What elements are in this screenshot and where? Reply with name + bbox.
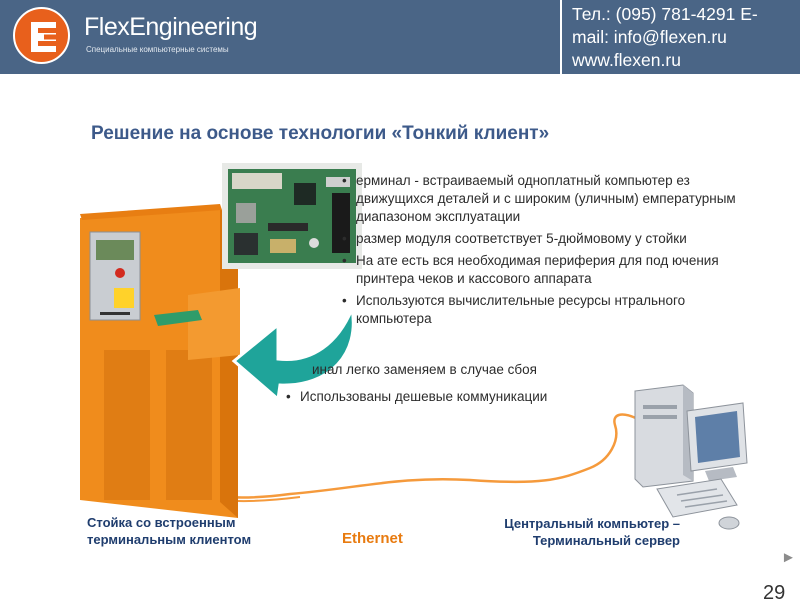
benefits-list-middle: инал легко заменяем в случае сбоя [312,361,632,379]
list-item: ерминал - встраиваемый одноплатный компь… [342,172,742,226]
curved-arrow-icon [231,303,355,402]
kiosk-illustration [80,204,240,518]
list-item: размер модуля соответствует 5-дюймовому … [342,230,742,248]
page-number: 29 [763,582,786,604]
triangle-right-icon[interactable]: ► [781,549,796,566]
contact-website-line[interactable]: www.flexen.ru [572,50,681,70]
contact-email-line[interactable]: mail: info@flexen.ru [572,27,727,47]
ethernet-label: Ethernet [342,530,403,547]
kiosk-caption: Стойка со встроенным терминальным клиент… [87,514,251,548]
server-caption-line: Терминальный сервер [532,533,680,548]
brand-name: FlexEngineering [84,13,258,41]
header-bar [0,0,800,74]
list-item: инал легко заменяем в случае сбоя [312,362,537,377]
logo-badge [13,7,70,64]
server-caption: Центральный компьютер – Терминальный сер… [470,515,680,549]
kiosk-caption-line: Стойка со встроенным [87,515,236,530]
list-item: Используются вычислительные ресурсы нтра… [342,292,742,328]
list-item: На ате есть вся необходимая периферия дл… [342,252,742,288]
server-computer-illustration [634,384,748,530]
slide-title: Решение на основе технологии «Тонкий кли… [91,123,550,144]
server-caption-line: Центральный компьютер – [504,516,680,531]
benefits-list-lower: Использованы дешевые коммуникации [286,388,616,406]
kiosk-caption-line: терминальным клиентом [87,532,252,547]
header-divider [560,0,562,74]
brand-tagline: Специальные компьютерные системы [86,45,229,54]
contact-phone-line: Тел.: (095) 781-4291 E- [572,4,758,24]
letter-e-icon [31,22,56,52]
single-board-computer-image [222,163,362,269]
contact-block: Тел.: (095) 781-4291 E- mail: info@flexe… [572,3,797,72]
benefits-list-upper: ерминал - встраиваемый одноплатный компь… [342,172,742,332]
list-item: Использованы дешевые коммуникации [286,388,616,406]
